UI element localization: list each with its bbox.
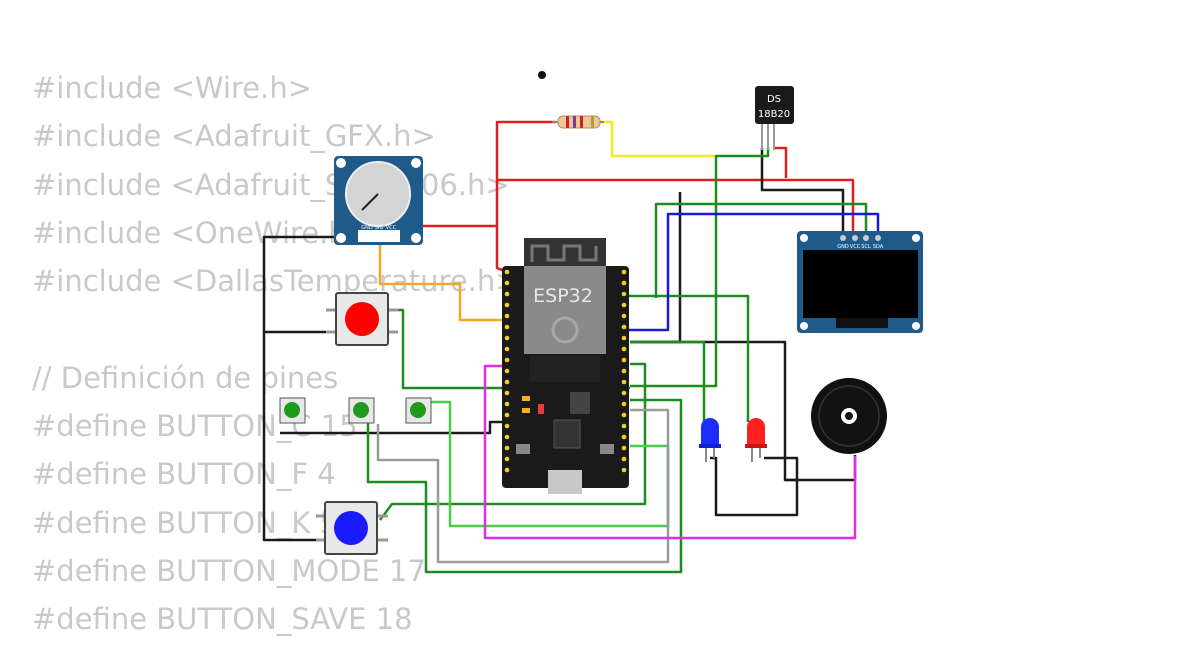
oled-screen (803, 250, 918, 318)
esp32-pin (504, 357, 510, 363)
esp32-pin (621, 291, 627, 297)
wire-yellow (600, 120, 716, 158)
esp32-pin (621, 401, 627, 407)
esp32-pin (504, 434, 510, 440)
esp32-pin (504, 335, 510, 341)
esp32-pin (504, 368, 510, 374)
wire-green (366, 398, 683, 574)
esp32-pin (504, 346, 510, 352)
wire-green (630, 148, 770, 388)
pot-pin-label: GND (361, 225, 373, 231)
sensor-label-2: 18B20 (758, 109, 790, 120)
button-cap[interactable] (345, 302, 379, 336)
circuit-canvas[interactable]: DS 18B20 GND SIG VCC ESP32 (0, 0, 1200, 630)
esp32-pin (621, 335, 627, 341)
wire-green (379, 362, 647, 521)
esp32-pin (504, 401, 510, 407)
red-led[interactable] (745, 418, 767, 462)
esp32-pin (504, 390, 510, 396)
esp32-pin (504, 324, 510, 330)
esp32-pin (621, 302, 627, 308)
esp32-pin (504, 456, 510, 462)
resistor[interactable] (552, 115, 604, 129)
oled-pin-label: SCL (861, 244, 871, 250)
wire-green (630, 340, 706, 422)
esp32-pin (504, 269, 510, 275)
esp32-pin (504, 467, 510, 473)
wire-light-green (428, 400, 670, 528)
code-line: #define BUTTON_K 5 (32, 505, 339, 540)
wires (262, 120, 880, 574)
code-line: // Definición de pines (32, 360, 339, 395)
code-line: #include <Adafruit_GFX.h> (32, 119, 436, 154)
esp32-pin (621, 357, 627, 363)
blue-led[interactable] (699, 418, 721, 462)
esp32-label: ESP32 (533, 285, 593, 307)
esp32-pin (621, 456, 627, 462)
wire-red (774, 146, 788, 178)
esp32-pin (621, 423, 627, 429)
green-button-2[interactable] (348, 397, 375, 424)
oled-display[interactable]: GND VCC SCL SDA (797, 231, 923, 333)
esp32-pin (621, 313, 627, 319)
esp32-pin (504, 379, 510, 385)
esp32-pin (621, 269, 627, 275)
green-button-3[interactable] (405, 397, 432, 424)
wire-magenta (483, 364, 857, 540)
esp32-pin (504, 291, 510, 297)
code-line: #define BUTTON_MODE 17 (32, 553, 426, 588)
pot-pin-label: VCC (386, 225, 397, 231)
wire-orange (378, 237, 507, 322)
pot-pin-label: SIG (375, 225, 384, 231)
esp32-pin (504, 412, 510, 418)
temperature-sensor[interactable]: DS 18B20 (755, 86, 794, 150)
esp32-pin (621, 280, 627, 286)
esp32-board[interactable]: ESP32 (502, 238, 629, 494)
wire-black (280, 420, 507, 435)
esp32-pin (504, 313, 510, 319)
wire-gray (376, 408, 670, 564)
wire-blue (626, 212, 880, 332)
oled-pin-label: SDA (873, 244, 884, 250)
esp32-pin (504, 302, 510, 308)
esp32-pin (504, 423, 510, 429)
blue-button[interactable] (316, 501, 388, 555)
esp32-pins (504, 269, 627, 473)
oled-pin-label: VCC (850, 244, 861, 250)
esp32-pin (621, 390, 627, 396)
sensor-label-1: DS (767, 94, 781, 105)
esp32-pin (621, 324, 627, 330)
esp32-pin (504, 445, 510, 451)
esp32-pin (621, 368, 627, 374)
oled-pin-label: GND (837, 244, 849, 250)
dot-marker (538, 71, 546, 79)
esp32-pin (621, 445, 627, 451)
green-button-1[interactable] (279, 397, 306, 424)
potentiometer[interactable]: GND SIG VCC (334, 156, 423, 245)
wire-black (262, 235, 367, 542)
wire-green (654, 202, 868, 298)
esp32-pin (621, 346, 627, 352)
button-cap[interactable] (334, 511, 368, 545)
wire-red (497, 178, 855, 237)
red-button[interactable] (326, 292, 398, 346)
esp32-pin (621, 467, 627, 473)
code-line: #define BUTTON_F 4 (32, 457, 336, 492)
esp32-pin (621, 379, 627, 385)
esp32-pin (504, 280, 510, 286)
buzzer[interactable] (811, 378, 887, 454)
code-line: #include <Wire.h> (32, 71, 313, 105)
esp32-pin (621, 412, 627, 418)
esp32-pin (621, 434, 627, 440)
wire-black (760, 148, 845, 237)
